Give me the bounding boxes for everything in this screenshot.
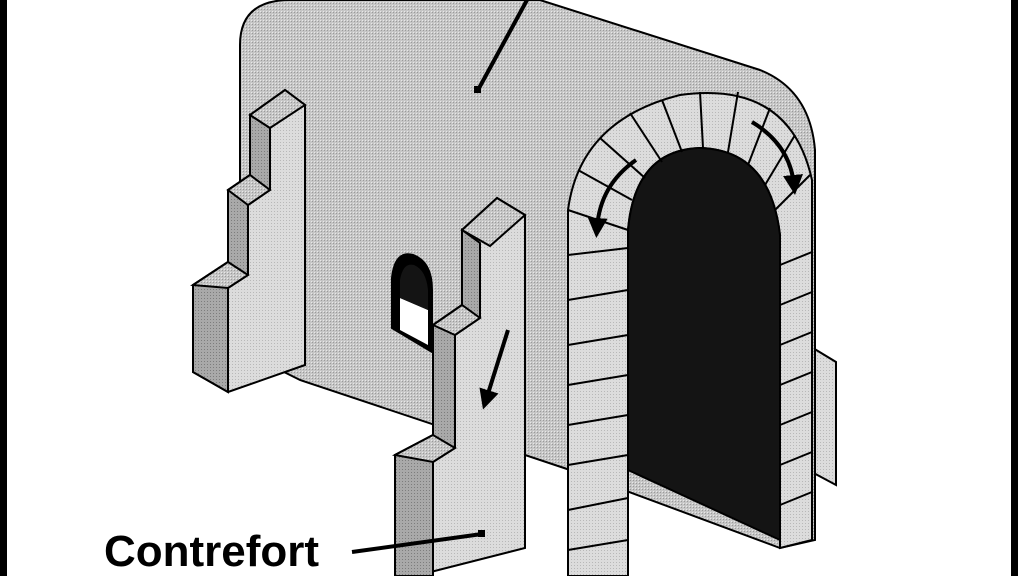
side-window (391, 253, 433, 354)
arch-face (567, 91, 813, 576)
contrefort-label: Contrefort (104, 527, 319, 576)
vault-leader-line (476, 0, 529, 91)
contrefort-leader-line (351, 532, 483, 554)
buttress-thrust-arrow (479, 329, 510, 410)
left-buttress (190, 88, 307, 394)
arch-thrust-arrow-right (750, 120, 803, 195)
arch-thrust-arrow-left (587, 158, 638, 238)
front-buttress (391, 196, 527, 576)
vault-opening (627, 146, 781, 542)
contrefort-leader-dot (478, 530, 485, 537)
thrust-arrows (479, 120, 803, 410)
vault-leader-dot (474, 86, 481, 93)
